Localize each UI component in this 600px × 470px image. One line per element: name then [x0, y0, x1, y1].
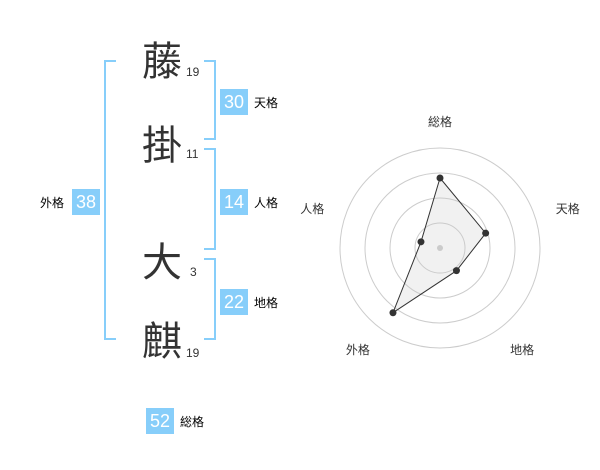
radar-axis-label-3: 外格	[346, 342, 370, 357]
name-char-2: 掛	[142, 123, 182, 169]
soukaku-value: 52	[146, 408, 174, 434]
gaikaku-label: 外格	[40, 196, 65, 210]
radar-ring-1	[414, 222, 466, 274]
gaikaku-value: 38	[72, 189, 100, 215]
radar-point-3	[389, 309, 397, 317]
stroke-count-4: 19	[186, 346, 200, 360]
name-char-4: 麒	[142, 319, 182, 365]
gaikaku-bracket	[104, 60, 116, 340]
jinkaku-value: 14	[220, 189, 248, 215]
stroke-count-2: 11	[186, 147, 199, 161]
radar-point-4	[417, 238, 425, 246]
radar-center	[437, 245, 443, 251]
radar-axis-label-2: 地格	[510, 342, 534, 357]
chikaku-value: 22	[220, 289, 248, 315]
stroke-count-1: 19	[186, 65, 200, 79]
radar-axis-label-0: 総格	[428, 114, 452, 129]
tenkaku-bracket	[204, 60, 216, 140]
tenkaku-value: 30	[220, 89, 248, 115]
radar-axis-label-1: 天格	[556, 201, 580, 216]
jinkaku-label: 人格	[254, 196, 279, 210]
radar-ring-2	[389, 197, 491, 299]
soukaku-label: 総格	[180, 415, 205, 429]
radar-ring-3	[364, 172, 516, 324]
jinkaku-bracket	[204, 148, 216, 250]
chikaku-bracket	[204, 258, 216, 340]
chikaku-label: 地格	[254, 296, 279, 310]
radar-ring-4	[339, 147, 541, 349]
stroke-count-3: 3	[190, 265, 197, 279]
radar-grid	[339, 147, 541, 349]
name-char-1: 藤	[142, 39, 182, 85]
tenkaku-label: 天格	[254, 96, 279, 110]
radar-point-1	[482, 229, 490, 237]
radar-axis-label-4: 人格	[300, 201, 324, 216]
name-char-3: 大	[142, 240, 182, 286]
radar-point-0	[436, 174, 444, 182]
radar-series	[389, 174, 490, 317]
radar-polygon	[391, 176, 487, 314]
radar-point-2	[452, 267, 460, 275]
